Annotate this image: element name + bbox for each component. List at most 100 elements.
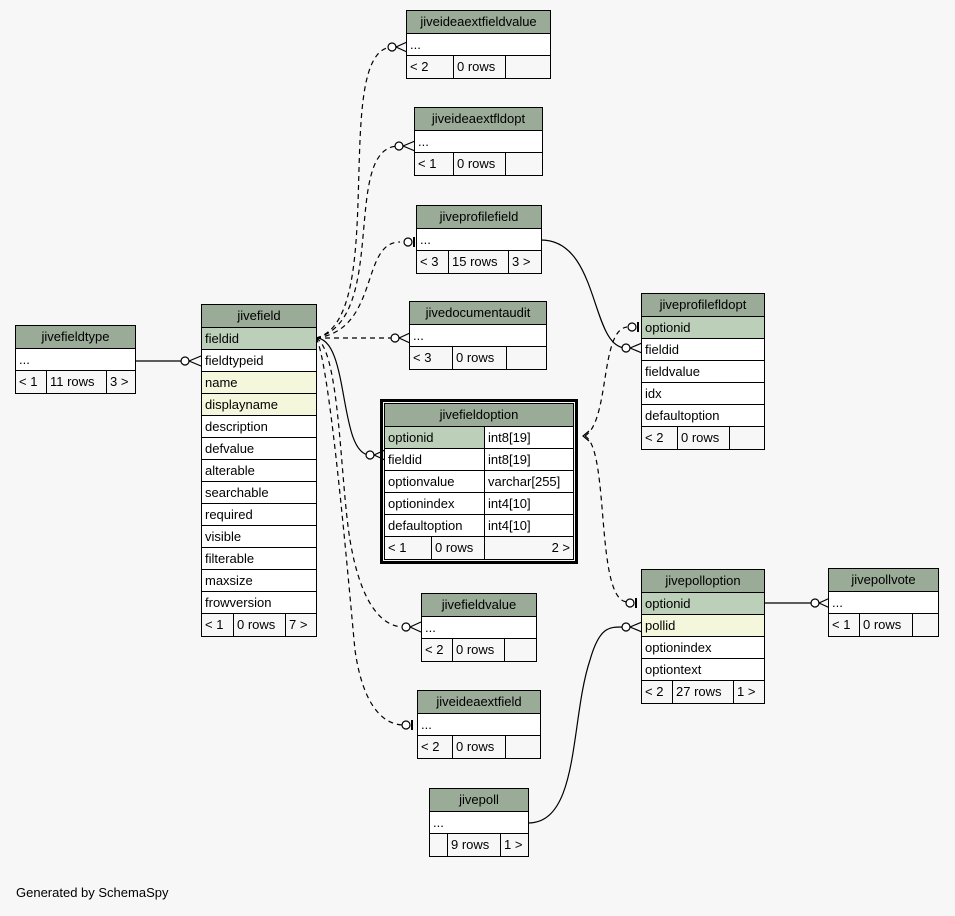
children-link[interactable]: 3 > [110, 374, 129, 389]
table-footer: < 3 0 rows [410, 347, 546, 369]
endpoint-circle-icon [365, 450, 375, 460]
table-jiveideaextfieldvalue[interactable]: jiveideaextfieldvalue ... < 2 0 rows [406, 10, 551, 79]
column-optionid: optionid [642, 593, 764, 615]
table-title[interactable]: jivepollvote [829, 569, 938, 592]
endpoint-circle-icon [625, 598, 635, 608]
children-link[interactable]: 2 > [551, 540, 570, 555]
children-link[interactable]: 1 > [504, 837, 523, 852]
column-description: description [202, 416, 316, 438]
parents-link[interactable]: < 3 [417, 251, 449, 273]
table-jiveprofilefldopt[interactable]: jiveprofilefldopt optionid fieldid field… [641, 293, 765, 450]
column-displayname: displayname [202, 394, 316, 416]
table-row: ... [422, 617, 536, 639]
rel-field-ideaextfieldvalue [315, 46, 393, 339]
column-maxsize: maxsize [202, 570, 316, 592]
table-footer: < 3 15 rows 3 > [417, 251, 541, 273]
column-fieldid: fieldid [642, 339, 764, 361]
rel-fieldoption-polloption [584, 435, 628, 603]
table-title[interactable]: jiveprofilefldopt [642, 294, 764, 317]
table-footer: < 1 0 rows [415, 153, 542, 175]
row-count: 0 rows [453, 347, 507, 369]
table-title[interactable]: jivefieldtype [16, 326, 135, 349]
children-link[interactable] [506, 56, 550, 78]
parents-link[interactable]: < 1 [415, 153, 454, 175]
parents-link[interactable] [430, 834, 448, 856]
endpoint-circle-icon [390, 333, 400, 343]
rel-fieldoption-profilefldopt [584, 326, 628, 437]
endpoint-circle-icon [387, 42, 397, 52]
rel-field-fieldoption [315, 337, 371, 456]
table-jivepollvote[interactable]: jivepollvote ... < 1 0 rows [828, 568, 939, 637]
parents-link[interactable]: < 3 [410, 347, 453, 369]
endpoint-circle-icon [180, 356, 190, 366]
children-link[interactable]: 1 > [737, 684, 756, 699]
generated-by-footer: Generated by SchemaSpy [16, 885, 169, 900]
column-searchable: searchable [202, 482, 316, 504]
children-link[interactable] [506, 736, 540, 758]
table-footer: 9 rows 1 > [430, 834, 528, 856]
table-jivefieldtype[interactable]: jivefieldtype ... < 1 11 rows 3 > [15, 325, 136, 394]
parents-link[interactable]: < 1 [202, 614, 234, 636]
parents-link[interactable]: < 1 [16, 371, 47, 393]
table-title[interactable]: jivedocumentaudit [410, 302, 546, 325]
parents-link[interactable]: < 1 [829, 614, 860, 636]
table-title[interactable]: jiveideaextfield [418, 691, 540, 714]
children-link[interactable] [913, 614, 938, 636]
table-jivepolloption[interactable]: jivepolloption optionid pollid optionind… [641, 569, 765, 704]
children-link[interactable]: 7 > [289, 617, 308, 632]
table-jivefieldvalue[interactable]: jivefieldvalue ... < 2 0 rows [421, 593, 537, 662]
column-fieldid: fieldid int8[19] [385, 449, 573, 471]
table-title[interactable]: jivefieldvalue [422, 594, 536, 617]
table-title[interactable]: jivepoll [430, 789, 528, 812]
row-count: 0 rows [453, 736, 506, 758]
table-jivefieldoption[interactable]: jivefieldoption optionid int8[19] fieldi… [380, 399, 578, 564]
column-name: fieldid [385, 449, 485, 470]
table-title[interactable]: jiveideaextfldopt [415, 108, 542, 131]
parents-link[interactable]: < 1 [385, 537, 432, 559]
children-link[interactable] [730, 427, 764, 449]
table-jivedocumentaudit[interactable]: jivedocumentaudit ... < 3 0 rows [409, 301, 547, 370]
children-link[interactable] [505, 639, 536, 661]
table-title[interactable]: jiveprofilefield [417, 206, 541, 229]
parents-link[interactable]: < 2 [418, 736, 453, 758]
table-title[interactable]: jivefieldoption [385, 404, 573, 427]
table-title[interactable]: jiveideaextfieldvalue [407, 11, 550, 34]
table-jiveideaextfield[interactable]: jiveideaextfield ... < 2 0 rows [417, 690, 541, 759]
column-type: int4[10] [488, 496, 531, 511]
table-footer: < 2 0 rows [422, 639, 536, 661]
table-footer: < 1 0 rows [829, 614, 938, 636]
endpoint-circle-icon [394, 141, 404, 151]
table-footer: < 1 0 rows 7 > [202, 614, 316, 636]
column-optiontext: optiontext [642, 659, 764, 681]
table-jiveprofilefield[interactable]: jiveprofilefield ... < 3 15 rows 3 > [416, 205, 542, 274]
table-row: ... [829, 592, 938, 614]
column-defvalue: defvalue [202, 438, 316, 460]
table-title[interactable]: jivepolloption [642, 570, 764, 593]
column-idx: idx [642, 383, 764, 405]
children-link[interactable] [507, 347, 546, 369]
column-optionindex: optionindex int4[10] [385, 493, 573, 515]
parents-link[interactable]: < 2 [422, 639, 453, 661]
parents-link[interactable]: < 2 [642, 427, 678, 449]
column-name: optionid [385, 427, 485, 448]
column-optionindex: optionindex [642, 637, 764, 659]
table-jivepoll[interactable]: jivepoll ... 9 rows 1 > [429, 788, 529, 857]
column-filterable: filterable [202, 548, 316, 570]
table-jivefield[interactable]: jivefield fieldid fieldtypeid name displ… [201, 304, 317, 637]
table-row: ... [418, 714, 540, 736]
row-count: 27 rows [673, 681, 734, 703]
table-title[interactable]: jivefield [202, 305, 316, 328]
row-count: 0 rows [432, 537, 485, 559]
children-link[interactable] [506, 153, 542, 175]
parents-link[interactable]: < 2 [407, 56, 454, 78]
parents-link[interactable]: < 2 [642, 681, 673, 703]
table-row: ... [410, 325, 546, 347]
column-required: required [202, 504, 316, 526]
row-count: 15 rows [449, 251, 509, 273]
table-jiveideaextfldopt[interactable]: jiveideaextfldopt ... < 1 0 rows [414, 107, 543, 176]
endpoint-circle-icon [810, 598, 820, 608]
children-link[interactable]: 3 > [512, 254, 531, 269]
row-count: 0 rows [678, 427, 730, 449]
row-count: 0 rows [454, 56, 506, 78]
